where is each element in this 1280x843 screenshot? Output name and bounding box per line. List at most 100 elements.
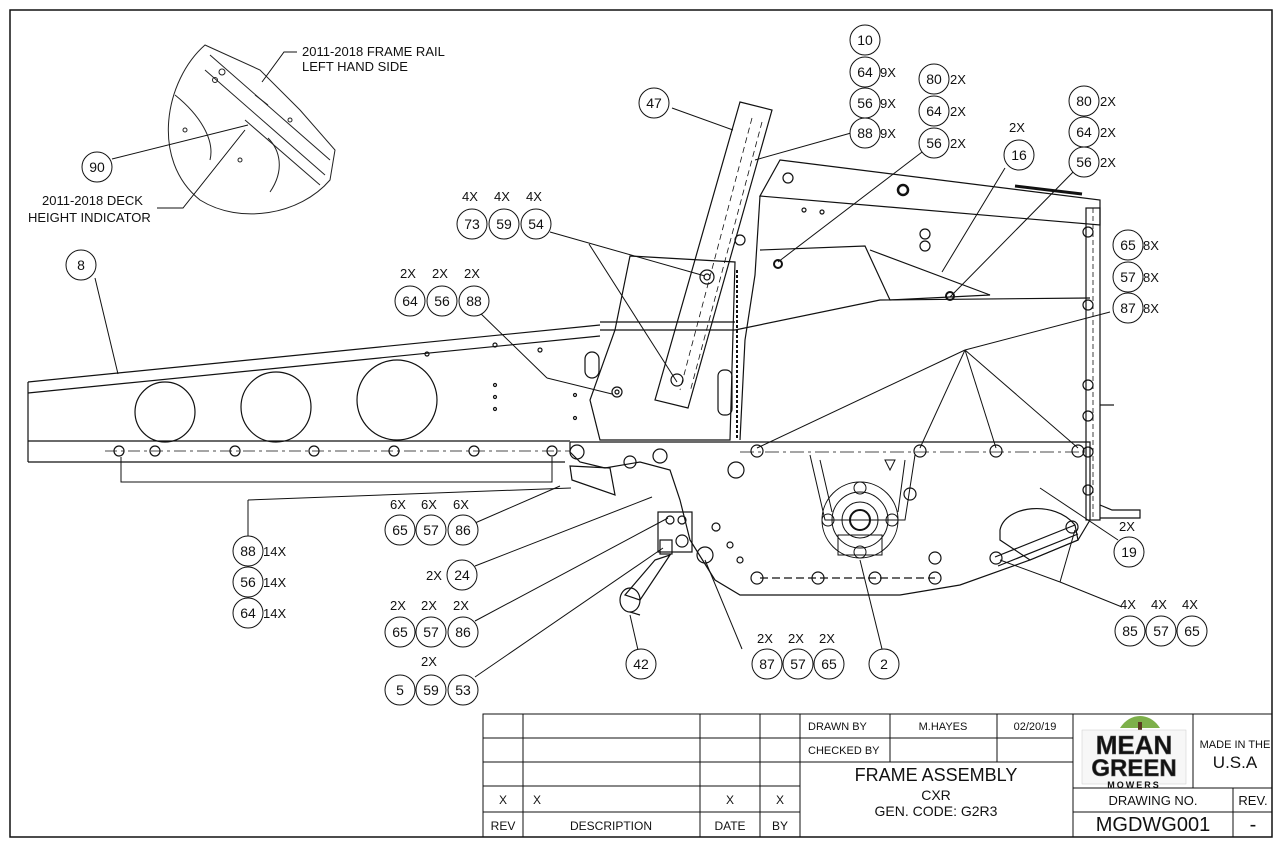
qty-label: 4X xyxy=(526,189,542,204)
callout-24: 24 xyxy=(454,567,470,583)
callout-42: 42 xyxy=(633,656,649,672)
qty-label: 14X xyxy=(263,575,286,590)
callout-65: 65 xyxy=(821,656,837,672)
callout-56: 56 xyxy=(240,574,256,590)
rev-row-description: X xyxy=(533,793,541,807)
qty-label: 4X xyxy=(1120,597,1136,612)
qty-label: 14X xyxy=(263,544,286,559)
callout-56: 56 xyxy=(926,135,942,151)
deck-body xyxy=(569,441,1091,596)
callout-88: 88 xyxy=(466,293,482,309)
checked-by-label: CHECKED BY xyxy=(808,745,880,757)
qty-label: 2X xyxy=(1119,519,1135,534)
callout-balloons: 10 64 56 88 80 64 56 80 64 56 16 47 90 8… xyxy=(65,24,1208,706)
rev-row-date: X xyxy=(726,793,734,807)
qty-label: 2X xyxy=(819,631,835,646)
callout-64: 64 xyxy=(857,64,873,80)
callout-73: 73 xyxy=(464,216,480,232)
callout-54: 54 xyxy=(528,216,544,232)
title-block xyxy=(482,713,1273,838)
qty-label: 2X xyxy=(1009,120,1025,135)
rev-value: - xyxy=(1250,814,1257,836)
callout-65: 65 xyxy=(392,624,408,640)
logo-green: GREEN xyxy=(1091,755,1176,782)
qty-label: 9X xyxy=(880,96,896,111)
drawn-date: 02/20/19 xyxy=(1014,721,1057,733)
upper-channel xyxy=(734,159,1141,521)
rev-label: REV. xyxy=(1238,793,1267,808)
callout-86: 86 xyxy=(455,522,471,538)
qty-label: 2X xyxy=(400,266,416,281)
qty-label: 2X xyxy=(1100,125,1116,140)
qty-label: 2X xyxy=(464,266,480,281)
drawing-no-label: DRAWING NO. xyxy=(1108,793,1197,808)
qty-label: 2X xyxy=(950,72,966,87)
note-frame-rail-line2: LEFT HAND SIDE xyxy=(302,59,408,74)
callout-90: 90 xyxy=(89,159,105,175)
qty-label: 2X xyxy=(757,631,773,646)
drawn-by-label: DRAWN BY xyxy=(808,721,868,733)
made-in-line1: MADE IN THE xyxy=(1200,739,1271,751)
notes: 2011-2018 FRAME RAIL LEFT HAND SIDE 2011… xyxy=(28,44,445,225)
qty-label: 2X xyxy=(432,266,448,281)
qty-label: 9X xyxy=(880,65,896,80)
callout-65: 65 xyxy=(1184,623,1200,639)
callout-10: 10 xyxy=(857,32,873,48)
callout-47: 47 xyxy=(646,95,662,111)
balloon xyxy=(65,24,1208,706)
qty-label: 4X xyxy=(494,189,510,204)
qty-label: 8X xyxy=(1143,301,1159,316)
callout-57: 57 xyxy=(1120,269,1136,285)
callout-64: 64 xyxy=(402,293,418,309)
header-rev: REV xyxy=(491,819,516,833)
drawing-title: FRAME ASSEMBLY xyxy=(855,765,1018,785)
callout-5: 5 xyxy=(396,682,404,698)
header-description: DESCRIPTION xyxy=(570,819,652,833)
callout-64: 64 xyxy=(240,605,256,621)
callout-88: 88 xyxy=(240,543,256,559)
callout-57: 57 xyxy=(790,656,806,672)
qty-label: 2X xyxy=(421,598,437,613)
note-deck-line2: HEIGHT INDICATOR xyxy=(28,210,151,225)
frame-rail xyxy=(27,324,601,463)
qty-label: 2X xyxy=(950,104,966,119)
logo-mean: MEAN xyxy=(1096,730,1173,760)
qty-label: 9X xyxy=(880,126,896,141)
qty-label: 2X xyxy=(426,568,442,583)
frame-rail-detail-view xyxy=(167,44,336,215)
title-block-text: X X X X REV DESCRIPTION DATE BY DRAWN BY… xyxy=(491,721,1271,836)
drawn-by-value: M.HAYES xyxy=(919,721,968,733)
qty-label: 2X xyxy=(390,598,406,613)
callout-65: 65 xyxy=(1120,237,1136,253)
qty-label: 14X xyxy=(263,606,286,621)
callout-59: 59 xyxy=(496,216,512,232)
callout-16: 16 xyxy=(1011,147,1027,163)
callout-2: 2 xyxy=(880,656,888,672)
mean-green-logo: MEAN GREEN MOWERS xyxy=(1081,716,1187,790)
qty-label: 6X xyxy=(421,497,437,512)
note-frame-rail-line1: 2011-2018 FRAME RAIL xyxy=(302,44,445,59)
callout-59: 59 xyxy=(423,682,439,698)
logo-mowers: MOWERS xyxy=(1107,780,1161,790)
callout-57: 57 xyxy=(1153,623,1169,639)
callout-56: 56 xyxy=(1076,154,1092,170)
qty-label: 4X xyxy=(1151,597,1167,612)
leader-lines xyxy=(94,107,1123,678)
callout-64: 64 xyxy=(1076,124,1092,140)
drawing-number: MGDWG001 xyxy=(1096,814,1210,836)
qty-label: 4X xyxy=(1182,597,1198,612)
quantity-labels: 9X 9X 9X 2X 2X 2X 2X 2X 2X 2X 4X 4X 4X 2… xyxy=(263,65,1198,669)
callout-87: 87 xyxy=(1120,300,1136,316)
height-lever xyxy=(619,511,693,616)
callout-88: 88 xyxy=(857,125,873,141)
qty-label: 4X xyxy=(462,189,478,204)
made-in-line2: U.S.A xyxy=(1213,753,1258,772)
qty-label: 6X xyxy=(390,497,406,512)
qty-label: 2X xyxy=(1100,155,1116,170)
callout-57: 57 xyxy=(423,624,439,640)
qty-label: 2X xyxy=(950,136,966,151)
callout-56: 56 xyxy=(857,95,873,111)
header-by: BY xyxy=(772,819,788,833)
qty-label: 2X xyxy=(1100,94,1116,109)
note-deck-line1: 2011-2018 DECK xyxy=(42,193,143,208)
